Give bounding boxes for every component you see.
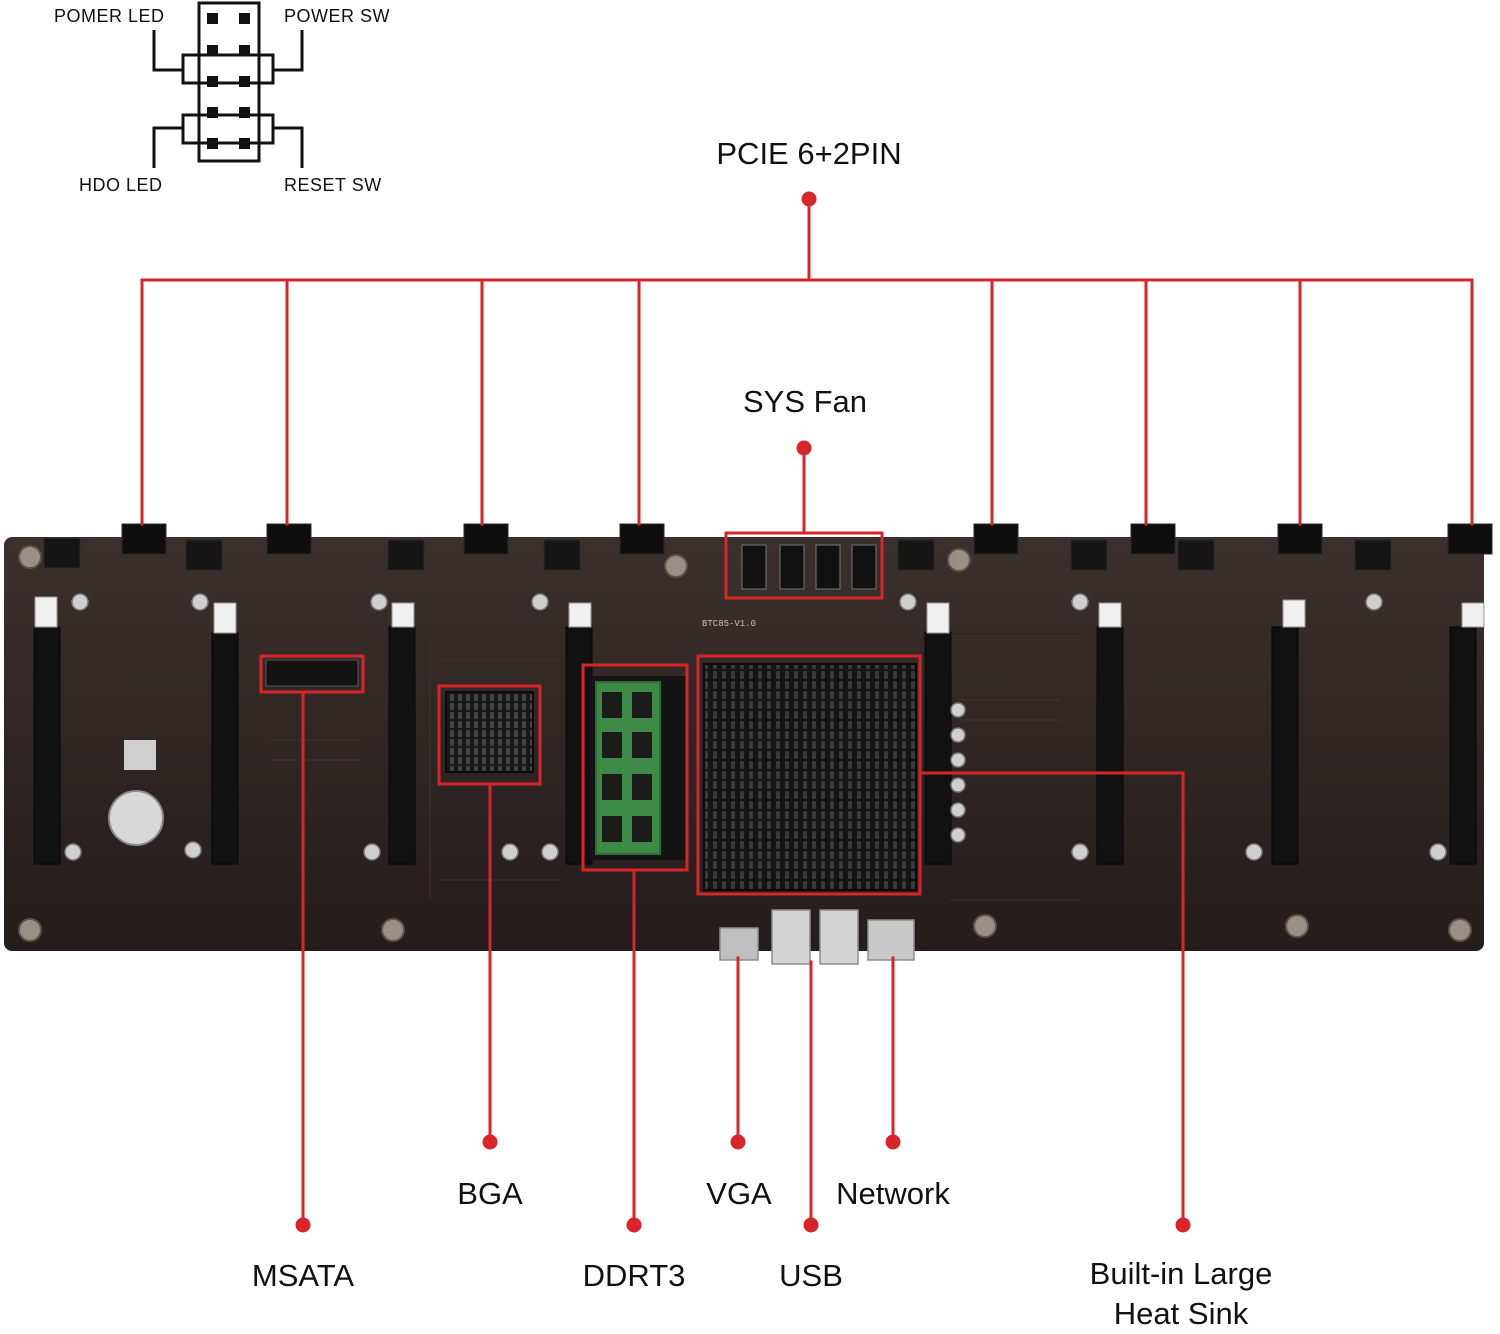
pcb-traces [270,639,1080,901]
pcie-power-label: PCIE 6+2PIN [716,136,902,171]
network-port [867,919,915,961]
pcie-slot [1271,626,1299,865]
motherboard: BTC85-V1.0 [4,523,1493,965]
pcie-slots [33,626,1477,865]
ddr3-chips [602,692,652,842]
pcie-power-connector [1447,523,1493,555]
bga-label: BGA [457,1176,523,1211]
msata-label: MSATA [251,1258,355,1293]
sys-fan-highlight-box [724,531,884,600]
vga-label: VGA [706,1176,772,1211]
usb-port [771,909,811,965]
pcie-power-connectors [121,523,1493,555]
sys-fan-headers [741,544,877,590]
large-heat-sink [703,663,917,891]
heat-sink-label: Built-in Large Heat Sink [1090,1254,1273,1334]
header-pins [207,13,250,149]
pcie-slot [924,631,952,865]
pcie-power-connector [1277,523,1323,555]
pcie-power-connector [1130,523,1176,555]
aux-power-connectors [43,537,1392,571]
cmos-battery [108,790,164,846]
pcie-slot [33,626,61,865]
hdd-led-label: HDO LED [79,175,163,195]
vga-port [719,927,759,961]
reset-sw-leader [273,126,304,168]
callout-lines [140,197,1474,1227]
pcie-power-connector [973,523,1019,555]
front-panel-header-diagram [152,1,304,168]
pcie-slot [1096,626,1124,865]
msata-slot [265,659,359,687]
pcie-power-connector [463,523,509,555]
pcie-slot [211,632,239,865]
capacitors [64,593,1447,861]
sys-fan-label: SYS Fan [742,384,868,419]
hdd-led-leader [152,126,183,168]
usb-port [819,909,859,965]
pcie-power-connector [121,523,167,555]
pcie-slot [1449,626,1477,865]
power-led-label: POMER LED [54,6,165,26]
heat-sink-highlight-box [696,654,922,896]
board-model-silkscreen: BTC85-V1.0 [702,619,756,629]
msata-highlight-box [259,654,365,694]
bga-heatsink [445,691,534,773]
white-chip [124,740,156,770]
heat-sink-label-line2: Heat Sink [1113,1296,1249,1331]
pcie-slot-latches [34,596,1485,634]
ddr3-label: DDRT3 [582,1258,686,1293]
power-led-leader [152,30,183,72]
pcie-slot [388,626,416,865]
callout-dots [295,191,1191,1233]
network-label: Network [836,1176,950,1211]
power-sw-leader [273,30,304,72]
mounting-holes [18,545,1472,942]
pcie-power-connector [266,523,312,555]
heat-sink-label-line1: Built-in Large [1089,1256,1273,1291]
pcie-power-connector [619,523,665,555]
usb-label: USB [779,1258,843,1293]
power-sw-label: POWER SW [284,6,390,26]
pcie-slot [565,626,593,865]
io-ports [719,909,915,965]
reset-sw-label: RESET SW [284,175,382,195]
